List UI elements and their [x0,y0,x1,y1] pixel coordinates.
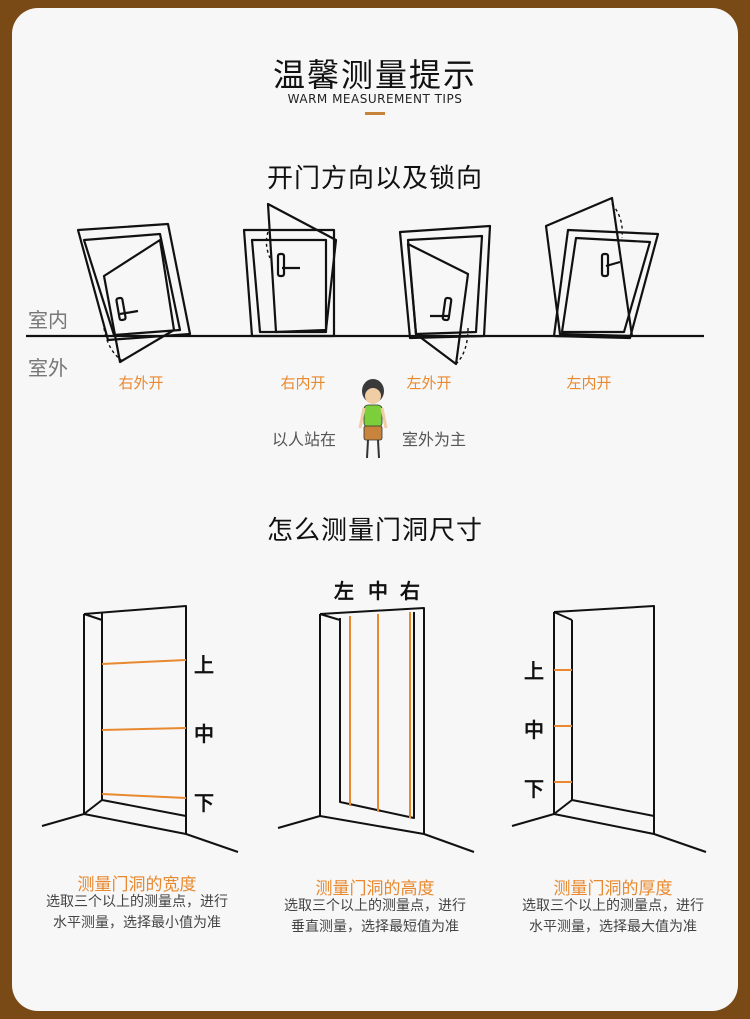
page-title: 温馨测量提示 [272,56,477,94]
door-right-inward [242,202,338,338]
person-note-left: 以人站在 [272,430,337,449]
measurement-illustration [41,605,707,853]
page-subtitle: WARM MEASUREMENT TIPS [287,92,463,106]
width-door-frame [41,605,239,853]
width-mark-middle: 中 [194,722,214,746]
width-caption-line1: 选取三个以上的测量点，进行 [46,894,228,910]
tips-card: 温馨测量提示 WARM MEASUREMENT TIPS 开门方向以及锁向 [12,8,738,1011]
person-note-right: 室外为主 [402,430,467,449]
width-mark-top: 上 [194,653,214,677]
indoor-label: 室内 [28,308,68,332]
door-label-right-inward: 右内开 [280,374,326,392]
door-label-left-outward: 左外开 [406,374,452,392]
width-line-middle [101,727,187,731]
height-mark-right: 右 [400,579,420,603]
width-line-bottom [101,793,187,799]
height-door-frame [277,607,475,853]
width-mark-bottom: 下 [194,791,214,815]
door-label-left-inward: 左内开 [566,374,612,392]
thickness-mark-bottom: 下 [524,777,544,801]
thickness-mark-top: 上 [524,659,544,683]
height-caption-line1: 选取三个以上的测量点，进行 [284,898,466,914]
height-caption-title: 测量门洞的高度 [315,879,435,899]
height-mark-left: 左 [334,579,354,603]
width-caption-line2: 水平测量，选择最小值为准 [53,915,221,931]
thickness-caption-line1: 选取三个以上的测量点，进行 [522,898,704,914]
width-caption-title: 测量门洞的宽度 [77,875,197,895]
outdoor-label: 室外 [28,356,68,380]
thickness-mark-middle: 中 [524,718,544,742]
door-direction-illustration [26,196,704,459]
door-right-outward [76,222,192,364]
height-caption-line2: 垂直测量，选择最短值为准 [291,919,459,935]
title-divider [365,112,385,115]
thickness-caption-line2: 水平测量，选择最大值为准 [529,919,697,935]
door-label-right-outward: 右外开 [118,374,164,392]
thickness-caption-title: 测量门洞的厚度 [553,879,673,899]
direction-heading: 开门方向以及锁向 [266,164,483,194]
measure-heading: 怎么测量门洞尺寸 [266,516,483,546]
width-line-top [101,659,187,665]
person-figure [358,379,388,459]
height-mark-middle: 中 [368,579,388,603]
thickness-door-frame [511,605,707,853]
